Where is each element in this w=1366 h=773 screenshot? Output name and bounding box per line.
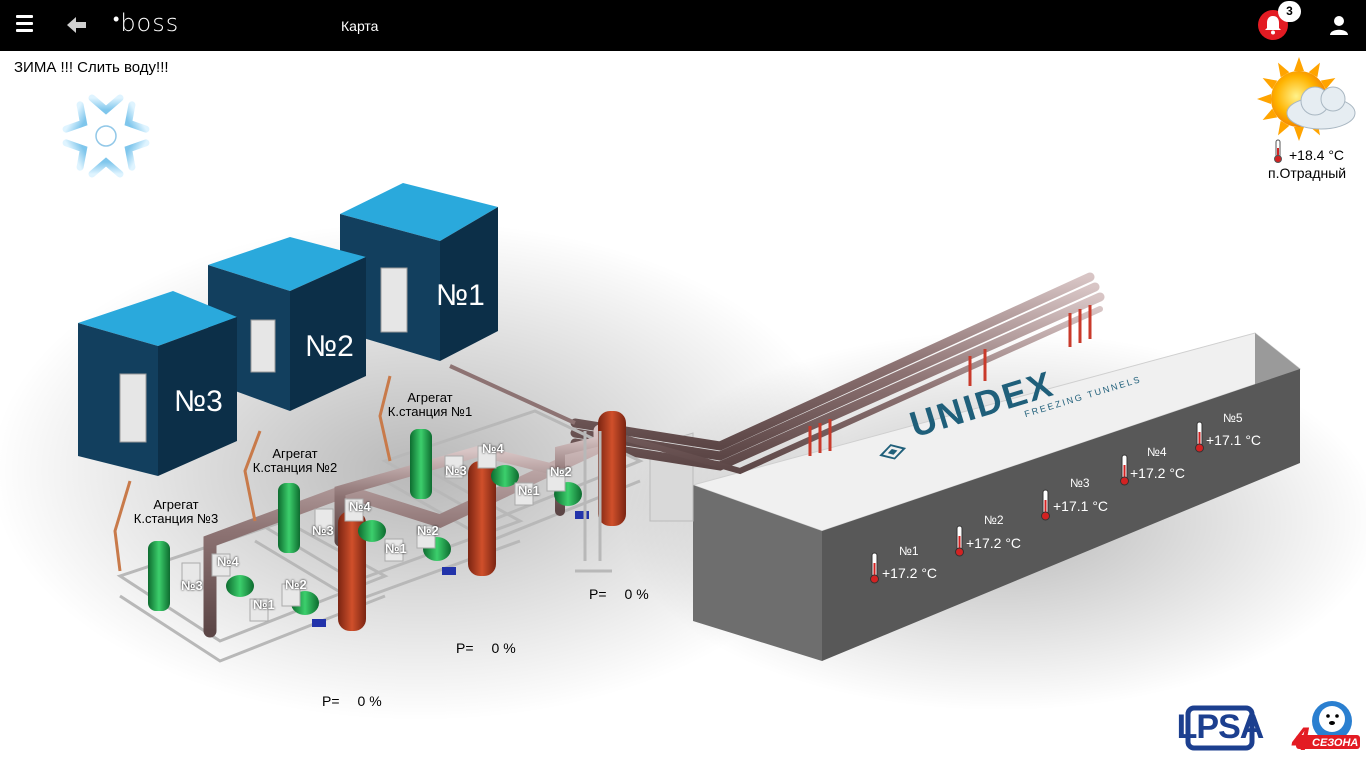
station-3-pressure: P= 0 % (322, 693, 382, 709)
aggregate-2-line2: К.станция №2 (252, 460, 338, 475)
condenser-1[interactable] (340, 183, 498, 361)
notifications-badge: 3 (1278, 1, 1301, 22)
station-1-pressure: P= 0 % (589, 586, 649, 602)
receiver-3 (338, 511, 366, 631)
station-2-compressor-2[interactable]: №2 (417, 523, 439, 538)
station-3-compressor-1[interactable]: №1 (253, 597, 275, 612)
user-icon[interactable] (1327, 13, 1351, 37)
station-2-compressor-4[interactable]: №4 (349, 499, 371, 514)
sensor-5-temperature[interactable]: +17.1 °C (1206, 432, 1262, 448)
winter-warning: ЗИМА !!! Слить воду!!! (14, 59, 169, 76)
weather-temperature: +18.4 °C (1289, 147, 1345, 163)
receiver-1 (598, 411, 626, 526)
station-2-compressor-3[interactable]: №3 (312, 523, 334, 538)
station-1-compressor-2[interactable]: №2 (550, 464, 572, 479)
aggregate-3-label[interactable]: Агрегат К.станция №3 (126, 498, 226, 526)
aggregate-3-line1: Агрегат (153, 497, 199, 512)
sensor-5-number: №5 (1223, 411, 1243, 425)
station-2-pressure-label: P= (456, 640, 474, 656)
condenser-1-label: №1 (436, 279, 485, 312)
station-1-pressure-label: P= (589, 586, 607, 602)
aggregate-2-label[interactable]: Агрегат К.станция №2 (245, 447, 345, 475)
lpsa-logo: LPSA (1170, 704, 1270, 752)
sensor-1-number: №1 (899, 544, 919, 558)
sensor-2-temperature[interactable]: +17.2 °C (966, 535, 1022, 551)
page-title: Карта (341, 18, 379, 34)
bell-icon (1265, 16, 1281, 35)
lpsa-logo-text: LPSA (1176, 708, 1265, 746)
aggregate-1-line1: Агрегат (407, 390, 453, 405)
station-3-compressor-2[interactable]: №2 (285, 577, 307, 592)
sensor-1-temperature[interactable]: +17.2 °C (882, 565, 938, 581)
thermometer-icon (1041, 489, 1050, 521)
station-1-pressure-value: 0 % (624, 586, 649, 602)
app-logo-text: boss (120, 9, 180, 37)
station-2-compressor-1[interactable]: №1 (385, 541, 407, 556)
back-arrow-icon[interactable] (64, 13, 90, 37)
thermometer-icon (955, 525, 964, 557)
freezing-tunnel[interactable] (649, 332, 1302, 661)
weather-location: п.Отрадный (1268, 165, 1347, 181)
station-3-compressor-3[interactable]: №3 (181, 578, 203, 593)
receiver-2 (468, 461, 496, 576)
condenser-3[interactable] (78, 291, 237, 476)
aggregate-1-label[interactable]: Агрегат К.станция №1 (380, 391, 480, 419)
aggregate-2-line1: Агрегат (272, 446, 318, 461)
menu-icon[interactable] (16, 15, 36, 35)
aggregate-1-line2: К.станция №1 (387, 404, 473, 419)
thermometer-icon (1195, 421, 1204, 453)
station-3-pressure-value: 0 % (357, 693, 382, 709)
station-1-compressor-4[interactable]: №4 (482, 441, 504, 456)
weather-icon (1257, 57, 1356, 163)
sensor-4-temperature[interactable]: +17.2 °C (1130, 465, 1186, 481)
thermometer-icon (1120, 454, 1129, 486)
station-3-pressure-label: P= (322, 693, 340, 709)
sensor-4-number: №4 (1147, 445, 1167, 459)
thermometer-icon (870, 552, 879, 584)
app-logo[interactable]: •boss (113, 9, 180, 37)
station-2-pressure: P= 0 % (456, 640, 516, 656)
station-1-compressor-3[interactable]: №3 (445, 463, 467, 478)
station-3-compressor-4[interactable]: №4 (217, 554, 239, 569)
tunnel-sensors (870, 421, 1204, 584)
station-1-compressor-1[interactable]: №1 (518, 483, 540, 498)
station-2-pressure-value: 0 % (491, 640, 516, 656)
unidex-logo (879, 444, 907, 460)
sensor-2-number: №2 (984, 513, 1004, 527)
thermometer-icon (1274, 139, 1282, 163)
condenser-3-label: №3 (174, 385, 223, 418)
aggregate-3-line2: К.станция №3 (133, 511, 219, 526)
plant-scheme-drawing (0, 183, 1366, 721)
condenser-2-label: №2 (305, 330, 354, 363)
four-seasons-number: 4 (1292, 721, 1310, 757)
sensor-3-temperature[interactable]: +17.1 °C (1053, 498, 1109, 514)
sensor-3-number: №3 (1070, 476, 1090, 490)
top-bar: •boss Карта 3 (0, 0, 1366, 51)
four-seasons-logo: 4 СЕЗОНА (1290, 697, 1362, 757)
snowflake-icon (48, 85, 164, 190)
plant-scheme: UNIDEX FREEZING TUNNELS №1 №2 №3 Агрегат… (0, 51, 1366, 768)
four-seasons-text: СЕЗОНА (1312, 737, 1359, 749)
